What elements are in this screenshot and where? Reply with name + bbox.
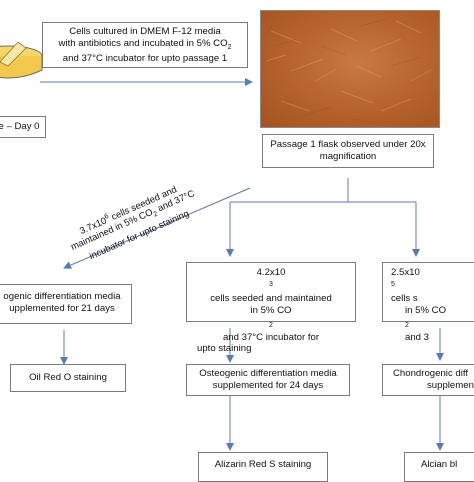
culture-box: Cells cultured in DMEM F-12 media with a… — [42, 22, 248, 68]
day0-label: e – Day 0 — [0, 121, 40, 133]
adipo-stain-label: Oil Red O staining — [29, 372, 107, 384]
osteo-media-line-2: supplemented for 24 days — [212, 379, 324, 391]
osteo-stain-label: Alizarin Red S staining — [214, 459, 312, 470]
petri-dish-icon — [0, 41, 43, 79]
chondro-media-box: Chondrogenic diff supplemente — [382, 364, 474, 396]
culture-line-1: Cells cultured in DMEM F-12 media — [69, 26, 221, 37]
adipo-media-line-1: ogenic differentiation media — [3, 291, 121, 302]
passage-1-flask-image — [260, 10, 440, 128]
arrow-to-adipo-seed — [63, 187, 251, 269]
osteo-stain-box: Alizarin Red S staining — [198, 452, 328, 482]
chondro-stain-box: Alcian bl — [404, 452, 474, 482]
day0-box: e – Day 0 — [0, 116, 46, 138]
chondro-media-line-2: supplemente — [427, 379, 474, 391]
adipo-stain-box: Oil Red O staining — [10, 364, 126, 392]
passage1-line-2: magnification — [319, 150, 377, 162]
passage1-box: Passage 1 flask observed under 20x magni… — [262, 134, 434, 168]
passage1-line-1: Passage 1 flask observed under 20x — [270, 139, 426, 150]
adipo-media-box: ogenic differentiation media upplemented… — [0, 284, 132, 324]
osteo-media-box: Osteogenic differentiation media supplem… — [186, 364, 350, 396]
adipo-media-line-2: upplemented for 21 days — [9, 302, 115, 314]
culture-line-3: and 37°C incubator for upto passage 1 — [62, 52, 228, 64]
osteo-seed-line-3: upto staining — [197, 343, 252, 355]
chondro-stain-label: Alcian bl — [421, 459, 458, 470]
culture-line-2: with antibiotics and incubated in 5% CO2 — [58, 37, 232, 51]
osteo-media-line-1: Osteogenic differentiation media — [199, 368, 337, 379]
chondro-media-line-1: Chondrogenic diff — [393, 368, 469, 379]
